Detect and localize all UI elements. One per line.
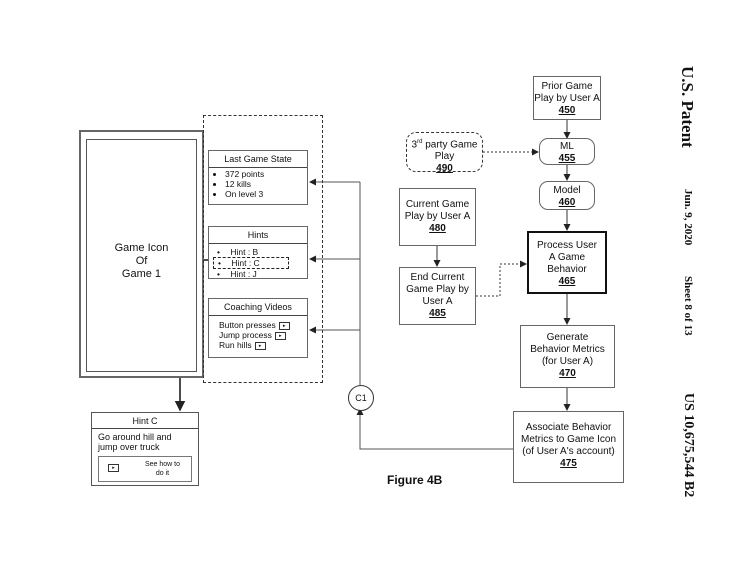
node-475: Associate Behavior Metrics to Game Icon …	[513, 411, 624, 483]
connector-label: C1	[355, 393, 367, 403]
node-455: ML 455	[539, 138, 595, 165]
coaching-item-run-hills[interactable]: Run hills▸	[219, 340, 290, 350]
hint-c-video-box[interactable]: ▸ See how to do it	[98, 456, 192, 482]
play-video-icon[interactable]: ▸	[274, 331, 286, 340]
patent-number: US 10,675,544 B2	[681, 393, 696, 498]
play-video-icon[interactable]: ▸	[254, 341, 266, 350]
see-how-text: See how to	[145, 461, 181, 468]
node-490: 3rd party Game Play 490	[406, 132, 483, 174]
node-480: Current Game Play by User A 480	[399, 188, 476, 246]
figure-label: Figure 4B	[387, 473, 443, 487]
hints-title: Hints	[247, 230, 269, 240]
play-video-icon[interactable]: ▸	[108, 464, 119, 472]
node-485: End Current Game Play by User A 485	[399, 267, 476, 325]
hint-item-c[interactable]: • Hint : C	[213, 257, 289, 269]
hint-c-line1: Go around hill and	[98, 432, 172, 442]
arrow-475-to-c1	[356, 408, 513, 450]
game-icon-line3: Game 1	[121, 268, 162, 280]
coaching-item-button-presses[interactable]: Button presses▸	[219, 320, 290, 330]
hint-item-j[interactable]: • Hint : J	[217, 269, 257, 279]
last-game-state-title: Last Game State	[224, 154, 292, 164]
node-450: Prior Game Play by User A 450	[533, 76, 601, 120]
hint-c-title: Hint C	[132, 416, 158, 426]
coaching-item-jump-process[interactable]: Jump process▸	[219, 330, 290, 340]
node-460: Model 460	[539, 181, 595, 210]
game-icon-tile[interactable]: Game Icon Of Game 1	[86, 139, 197, 372]
patent-date: Jun. 9, 2020	[682, 189, 694, 246]
arrow-485-to-465	[476, 260, 527, 297]
do-it-text: do it	[155, 470, 170, 477]
patent-sheet: Sheet 8 of 13	[682, 276, 694, 336]
connector-c1: C1	[348, 385, 374, 411]
overlay-container	[203, 115, 323, 383]
game-device-frame	[79, 130, 204, 378]
play-video-icon[interactable]: ▸	[278, 321, 290, 330]
game-icon-line1: Game Icon	[114, 242, 169, 254]
node-470: Generate Behavior Metrics (for User A) 4…	[520, 325, 615, 388]
last-game-state-panel[interactable]: Last Game State 372 points 12 kills On l…	[208, 150, 308, 205]
patent-office: U.S. Patent	[678, 66, 697, 148]
last-game-state-item: On level 3	[225, 189, 264, 199]
hint-item-b[interactable]: • Hint : B	[217, 247, 259, 257]
last-game-state-item: 372 points	[225, 169, 264, 179]
last-game-state-item: 12 kills	[225, 179, 264, 189]
coaching-videos-title: Coaching Videos	[224, 302, 292, 312]
coaching-videos-panel[interactable]: Coaching Videos Button presses▸ Jump pro…	[208, 298, 308, 358]
hints-panel[interactable]: Hints • Hint : B • Hint : C • Hint : J	[208, 226, 308, 279]
hint-c-popup[interactable]: Hint C Go around hill and jump over truc…	[91, 412, 199, 486]
hint-c-line2: jump over truck	[98, 442, 160, 452]
node-465: Process User A Game Behavior 465	[527, 231, 607, 294]
game-icon-line2: Of	[135, 255, 148, 267]
